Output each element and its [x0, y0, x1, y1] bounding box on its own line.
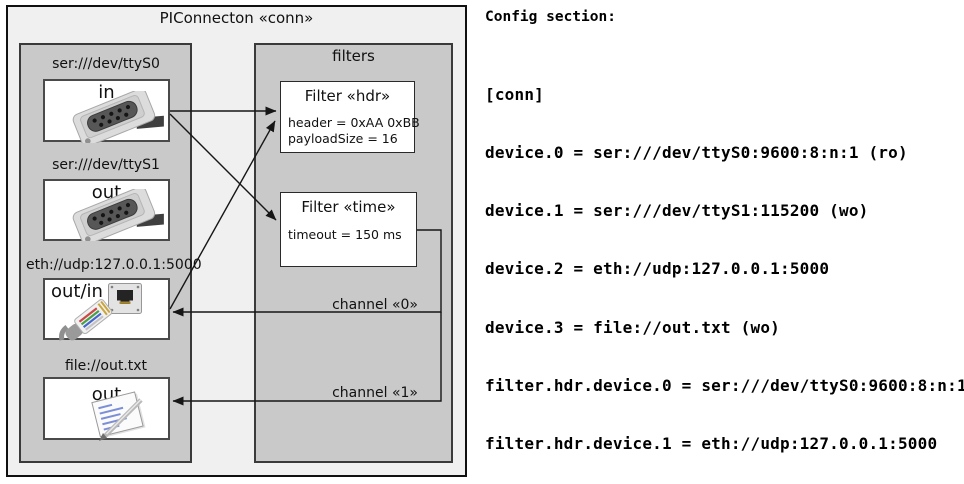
config-heading: Config section: — [485, 9, 616, 25]
notepad-icon — [85, 391, 157, 441]
device-label-ttys1: ser:///dev/ttyS1 — [52, 157, 160, 173]
config-line: device.0 = ser:///dev/ttyS0:9600:8:n:1 (… — [485, 143, 908, 163]
config-line: filter.hdr.device.1 = eth://udp:127.0.0.… — [485, 434, 938, 454]
device-direction-label: out/in — [51, 281, 103, 302]
config-line: device.1 = ser:///dev/ttyS1:115200 (wo) — [485, 201, 869, 221]
filter-attribute: payloadSize = 16 — [288, 130, 398, 146]
device-box-ttys1: out — [43, 179, 170, 241]
filter-attribute: header = 0xAA 0xBB — [288, 115, 420, 130]
filters-group-title: filters — [332, 47, 375, 65]
ethernet-plug-icon — [57, 294, 129, 342]
filter-box-time: Filter «time» timeout = 150 ms — [280, 192, 417, 267]
serial-connector-icon — [67, 189, 169, 241]
device-direction-label: in — [98, 82, 115, 103]
device-label-eth: eth://udp:127.0.0.1:5000 — [26, 257, 202, 273]
config-line: filter.hdr.device.0 = ser:///dev/ttyS0:9… — [485, 375, 964, 395]
channel-1-label: channel «1» — [332, 385, 418, 401]
device-box-eth: out/in — [43, 278, 170, 340]
filter-title: Filter «hdr» — [304, 87, 391, 105]
device-box-ttys0: in — [43, 79, 170, 142]
config-panel: [conn] device.0 = ser:///dev/ttyS0:9600:… — [485, 46, 964, 484]
config-line: device.3 = file://out.txt (wo) — [485, 317, 780, 337]
filter-attribute: timeout = 150 ms — [288, 227, 402, 242]
filter-box-hdr: Filter «hdr» header = 0xAA 0xBB payloadS… — [280, 81, 420, 153]
serial-connector-icon — [67, 91, 169, 143]
device-label-ttys0: ser:///dev/ttyS0 — [52, 56, 160, 72]
device-label-file: file://out.txt — [64, 358, 148, 374]
channel-0-label: channel «0» — [332, 297, 418, 313]
config-line: [conn] — [485, 84, 544, 104]
filter-title: Filter «time» — [301, 198, 396, 216]
device-box-file: out — [43, 377, 170, 440]
config-line: device.2 = eth://udp:127.0.0.1:5000 — [485, 259, 830, 279]
diagram-title: PIConnecton «conn» — [159, 9, 314, 27]
